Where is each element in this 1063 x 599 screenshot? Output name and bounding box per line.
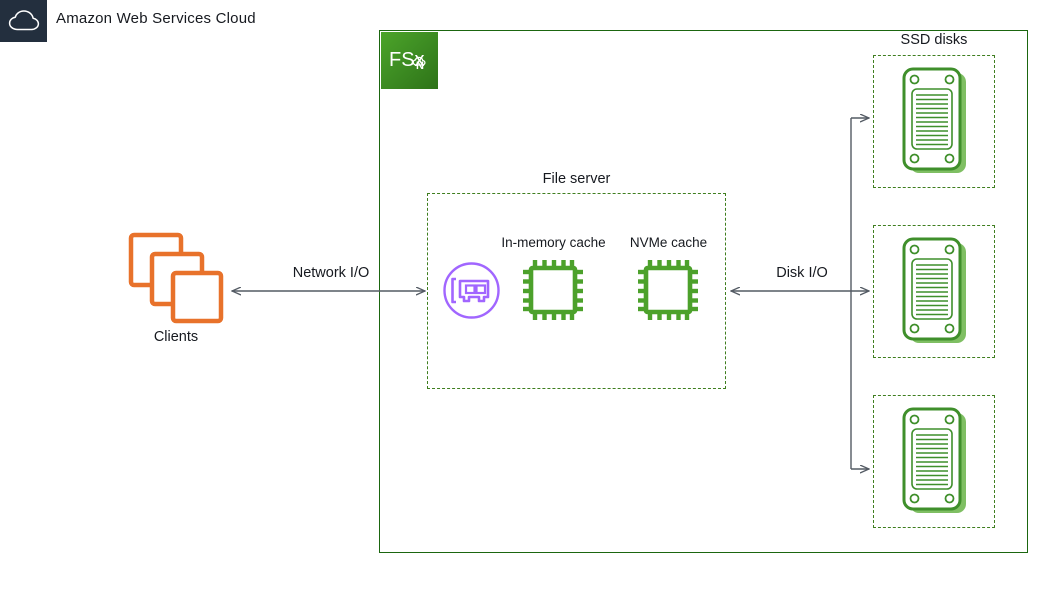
in-memory-cache-chip-icon <box>522 259 584 321</box>
aws-cloud-title: Amazon Web Services Cloud <box>56 10 256 27</box>
ssd-disk-icon-3 <box>902 407 968 517</box>
fsx-logo-n-glyph: N <box>416 60 424 72</box>
ssd-disk-group-1 <box>873 55 995 188</box>
file-server-boundary <box>427 193 726 389</box>
ssd-disk-group-2 <box>873 225 995 358</box>
fsx-logo-cloud-glyph <box>412 56 426 66</box>
client-square-front <box>170 270 224 324</box>
cloud-icon <box>8 10 40 31</box>
ssd-disk-group-3 <box>873 395 995 528</box>
ssd-disks-title: SSD disks <box>900 32 968 48</box>
ssd-disk-icon-1 <box>902 67 968 177</box>
card-glyph <box>458 279 490 303</box>
file-server-label: File server <box>542 171 611 187</box>
nvme-cache-label: NVMe cache <box>629 235 708 250</box>
network-io-label: Network I/O <box>292 265 370 281</box>
clients-icon <box>128 232 224 324</box>
clients-label: Clients <box>153 329 199 345</box>
ssd-disk-icon-2 <box>902 237 968 347</box>
in-memory-cache-label: In-memory cache <box>501 235 606 250</box>
nvme-cache-chip-icon <box>637 259 699 321</box>
file-server-node-icon <box>442 261 501 320</box>
disk-io-label: Disk I/O <box>776 265 828 281</box>
bracket-glyph <box>451 277 456 304</box>
fsx-service-logo: FSx N <box>381 32 438 89</box>
aws-cloud-badge <box>0 0 47 42</box>
